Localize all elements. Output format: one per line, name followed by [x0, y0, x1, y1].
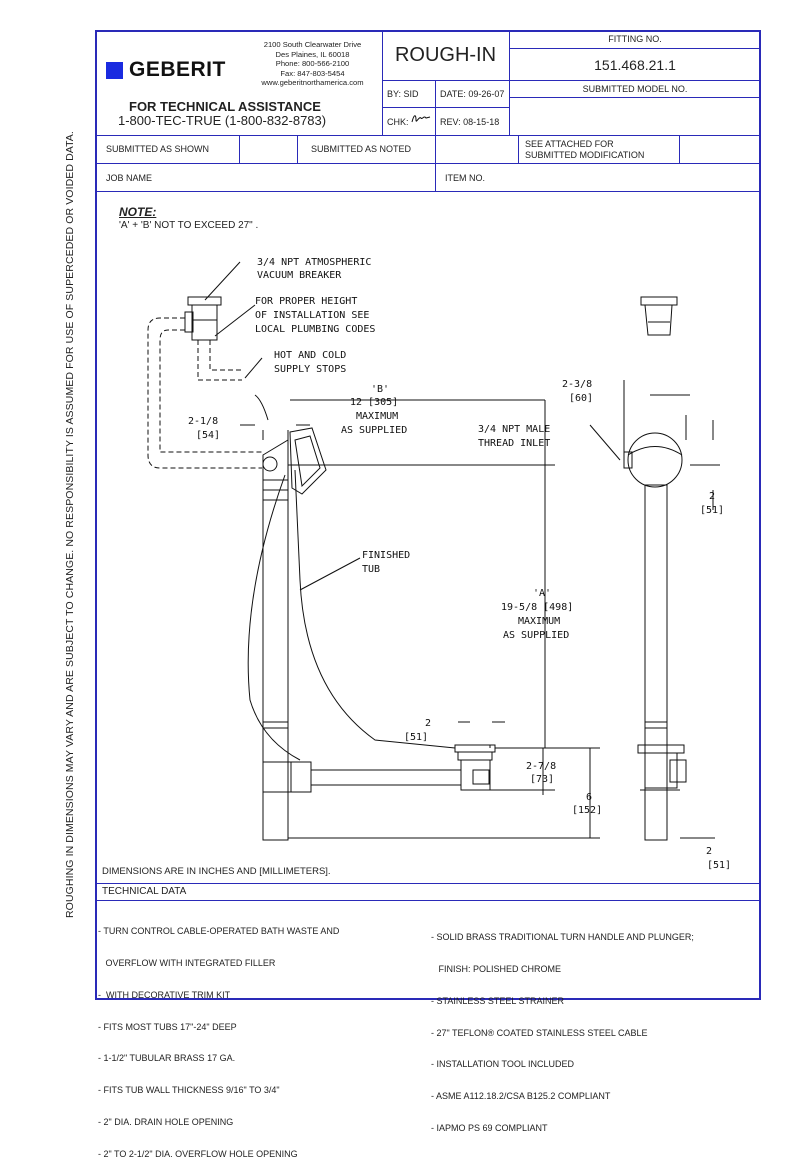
dim-6: 6 [586, 792, 592, 803]
dim-2-3-8: 2-3/8 [562, 379, 592, 390]
dim-2-c: 2 [706, 846, 712, 857]
dim-a-max: MAXIMUM [518, 616, 560, 627]
submitted-model-label: SUBMITTED MODEL NO. [582, 84, 688, 94]
vacuum-breaker-cap [187, 296, 222, 306]
dim-2-a-mm: [51] [700, 505, 724, 516]
dim-2-3-8-mm: [60] [569, 393, 593, 404]
brand-name: GEBERIT [129, 58, 226, 81]
dim-2-1-8: 2-1/8 [188, 416, 218, 427]
dim-2-7-8: 2-7/8 [526, 761, 556, 772]
waste-arm [310, 769, 462, 786]
list-item: - WITH DECORATIVE TRIM KIT [98, 989, 231, 1000]
side-view-faceplate [627, 432, 683, 488]
callout-supply-2: SUPPLY STOPS [274, 364, 346, 375]
note-title: NOTE: [119, 205, 157, 219]
callout-supply-1: HOT AND COLD [274, 350, 346, 361]
list-item: - ASME A112.18.2/CSA B125.2 COMPLIANT [431, 1091, 611, 1102]
list-item: OVERFLOW WITH INTEGRATED FILLER [98, 957, 276, 968]
drain-flange [454, 744, 496, 753]
item-no-label: ITEM NO. [445, 173, 485, 183]
list-item: - TURN CONTROL CABLE-OPERATED BATH WASTE… [98, 926, 340, 937]
list-item: - IAPMO PS 69 COMPLIANT [431, 1122, 548, 1133]
list-item: FINISH: POLISHED CHROME [431, 963, 562, 974]
callout-tub-2: TUB [362, 564, 380, 575]
callout-height-1: FOR PROPER HEIGHT [255, 296, 357, 307]
dim-a-supplied: AS SUPPLIED [503, 630, 569, 641]
dim-2-a: 2 [709, 491, 715, 502]
drawn-by: BY: SID [387, 89, 419, 99]
list-item: - FITS MOST TUBS 17"-24" DEEP [98, 1021, 237, 1032]
vacuum-breaker-body [191, 304, 218, 341]
dim-b-value: 12 [305] [350, 397, 398, 408]
callout-npt-2: THREAD INLET [478, 438, 550, 449]
list-item: - 2" DIA. DRAIN HOLE OPENING [98, 1116, 234, 1127]
list-item: - 1-1/2" TUBULAR BRASS 17 GA. [98, 1053, 236, 1064]
drawn-date: DATE: 09-26-07 [440, 89, 505, 99]
list-item: - 2" TO 2-1/2" DIA. OVERFLOW HOLE OPENIN… [98, 1148, 298, 1159]
submitted-as-shown: SUBMITTED AS SHOWN [106, 144, 210, 154]
dim-a-value: 19-5/8 [498] [501, 602, 573, 613]
job-name-label: JOB NAME [106, 173, 153, 183]
company-address: 2100 South Clearwater Drive Des Plaines,… [261, 40, 364, 88]
list-item: - STAINLESS STEEL STRAINER [431, 995, 565, 1006]
units-note: DIMENSIONS ARE IN INCHES AND [MILLIMETER… [102, 866, 331, 877]
dim-2-c-mm: [51] [707, 860, 731, 871]
overflow-tube [262, 479, 289, 841]
turn-handle [289, 427, 327, 495]
technical-data-title: TECHNICAL DATA [102, 886, 187, 897]
submitted-as-noted: SUBMITTED AS NOTED [311, 144, 412, 154]
dim-6-mm: [152] [572, 805, 602, 816]
callout-vacuum-2: VACUUM BREAKER [257, 270, 342, 281]
dim-b-max: MAXIMUM [356, 411, 398, 422]
list-item: - 27" TEFLON® COATED STAINLESS STEEL CAB… [431, 1027, 648, 1038]
list-item: - INSTALLATION TOOL INCLUDED [431, 1059, 575, 1070]
tech-assist-title: FOR TECHNICAL ASSISTANCE [129, 99, 321, 114]
logo-square-icon [106, 61, 123, 79]
rough-in-drawing: 3/4 NPT ATMOSPHERIC VACUUM BREAKER FOR P… [147, 257, 731, 871]
overflow-nut [262, 456, 278, 472]
dim-2-7-8-mm: [73] [530, 774, 554, 785]
dim-2-b: 2 [425, 718, 431, 729]
doc-type: ROUGH-IN [394, 44, 497, 66]
callout-height-2: OF INSTALLATION SEE [255, 310, 369, 321]
callout-height-3: LOCAL PLUMBING CODES [255, 324, 375, 335]
see-attached: SEE ATTACHED FOR [525, 139, 614, 149]
dim-b-label: 'B' [371, 384, 389, 395]
technical-data-left: - TURN CONTROL CABLE-OPERATED BATH WASTE… [98, 905, 339, 1170]
tech-assist-phone: 1-800-TEC-TRUE (1-800-832-8783) [118, 113, 327, 128]
geberit-logo: GEBERIT [106, 58, 226, 82]
fitting-no: 151.468.21.1 [594, 57, 676, 73]
list-item: - FITS TUB WALL THICKNESS 9/16" TO 3/4" [98, 1085, 280, 1096]
technical-data-right: - SOLID BRASS TRADITIONAL TURN HANDLE AN… [431, 911, 694, 1144]
dim-2-b-mm: [51] [404, 732, 428, 743]
callout-tub-1: FINISHED [362, 550, 410, 561]
dim-2-1-8-mm: [54] [196, 430, 220, 441]
supply-piping [147, 317, 262, 469]
callout-vacuum-1: 3/4 NPT ATMOSPHERIC [257, 257, 371, 268]
note-text: 'A' + 'B' NOT TO EXCEED 27" . [119, 220, 259, 231]
dim-b-supplied: AS SUPPLIED [341, 425, 407, 436]
list-item: - SOLID BRASS TRADITIONAL TURN HANDLE AN… [431, 932, 694, 943]
submitted-modification: SUBMITTED MODIFICATION [525, 150, 645, 160]
checker-signature [411, 115, 431, 123]
spec-sheet-frame [95, 30, 761, 1000]
fitting-no-label: FITTING NO. [608, 34, 662, 44]
overflow-elbow [262, 439, 289, 491]
callout-npt-1: 3/4 NPT MALE [478, 424, 550, 435]
dim-a-label: 'A' [533, 588, 551, 599]
revision-date: REV: 08-15-18 [440, 117, 500, 127]
checked-by: CHK: [387, 117, 409, 127]
